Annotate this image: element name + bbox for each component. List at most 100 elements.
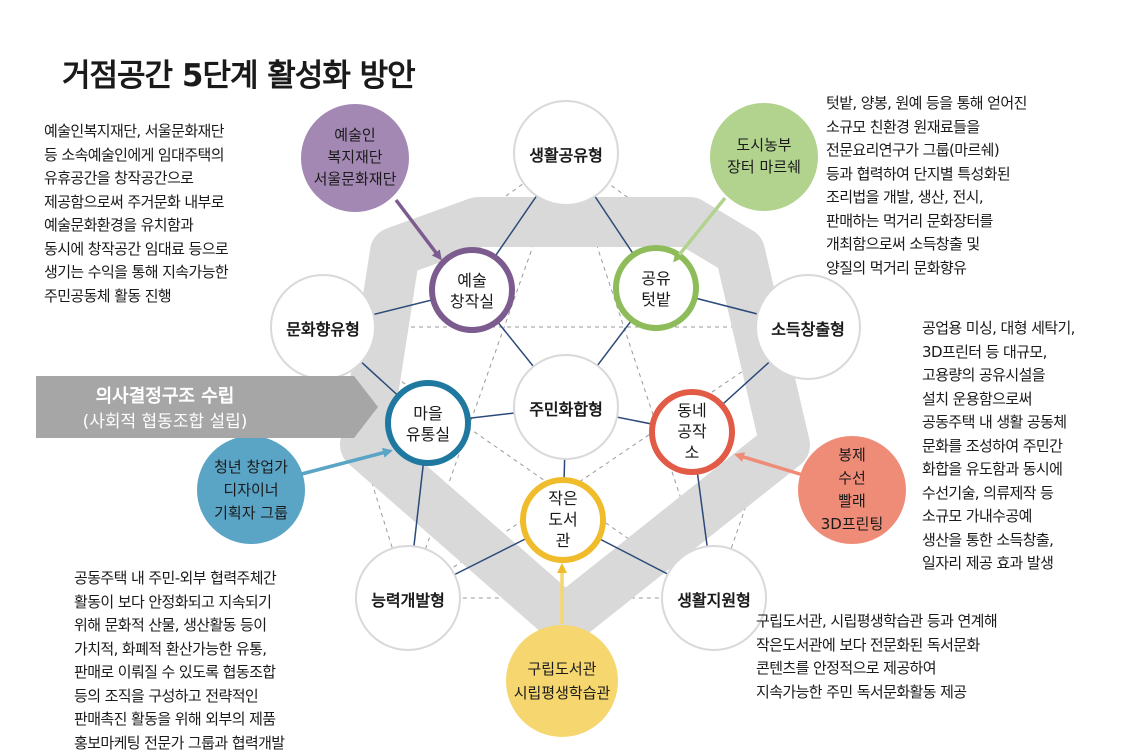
- node-circle-top: [513, 100, 619, 206]
- paragraph-line: 판매촉진 활동을 위해 외부의 제품: [74, 710, 276, 728]
- partner-circle-art: [301, 104, 409, 212]
- ring-label-line: 소: [684, 443, 700, 462]
- node-label-bottom-right: 생활지원형: [677, 591, 751, 610]
- ring-label-line: 공작: [677, 422, 707, 441]
- node-circle-bottom-right: [661, 545, 767, 651]
- paragraph-line: 생기는 수익을 통해 지속가능한: [44, 263, 229, 281]
- callout-line-2: (사회적 협동조합 설립): [82, 412, 248, 432]
- partner-circle-market: [710, 103, 818, 211]
- decision-callout: 의사결정구조 수립 (사회적 협동조합 설립): [36, 376, 354, 438]
- ring-label-art-studio: 예술 창작실: [422, 270, 522, 312]
- ring-library: [520, 477, 606, 563]
- node-label-center: 주민화합형: [529, 400, 603, 419]
- partner-circle-library: [506, 625, 618, 737]
- node-label-bottom-left: 능력개발형: [371, 591, 445, 610]
- ring-label-line: 관: [555, 531, 571, 550]
- callout-line-1: 의사결정구조 수립: [95, 386, 235, 407]
- arrow-sewing: [734, 452, 804, 477]
- ring-label-library: 작은 도서 관: [513, 488, 613, 551]
- partner-label-line: 기획자 그룹: [214, 504, 288, 522]
- partner-label-line: 청년 창업가: [214, 458, 288, 476]
- paragraph-line: 유휴공간을 창작공간으로: [44, 169, 194, 187]
- ring-label-shared-garden: 공유 텃밭: [606, 268, 706, 310]
- paragraph-right: 공업용 미싱, 대형 세탁기, 3D프린터 등 대규모, 고용량의 공유시설을 …: [922, 317, 1122, 576]
- node-label-top: 생활공유형: [529, 146, 603, 165]
- ring-label-line: 유통실: [405, 425, 451, 444]
- paragraph-line: 주민공동체 활동 진행: [44, 286, 172, 305]
- paragraph-line: 공동주택 내 주민-외부 협력주체간: [74, 569, 277, 587]
- paragraph-line: 전문요리연구가 그룹(마르쉐): [826, 141, 1000, 159]
- paragraph-bottom-right: 구립도서관, 시립평생학습관 등과 연계해 작은도서관에 보다 전문화된 독서문…: [756, 610, 1076, 704]
- partner-circle-sewing: [798, 436, 906, 544]
- paragraph-bottom-left: 공동주택 내 주민-외부 협력주체간 활동이 보다 안정화되고 지속되기 위해 …: [74, 567, 354, 755]
- partner-label-designer: 청년 창업가 디자이너 기획자 그룹: [196, 456, 306, 525]
- paragraph-line: 등 소속예술인에게 임대주택의: [44, 145, 225, 164]
- paragraph-line: 활동이 보다 안정화되고 지속되기: [74, 592, 272, 611]
- paragraph-line: 조리법을 개발, 생산, 전시,: [826, 188, 984, 206]
- paragraph-line: 동시에 창작공간 임대료 등으로: [44, 239, 229, 258]
- paragraph-line: 판매하는 먹거리 문화장터를: [826, 211, 993, 230]
- partner-label-line: 디자이너: [223, 481, 279, 499]
- paragraph-line: 작은도서관에 보다 전문화된 독서문화: [756, 635, 980, 654]
- ring-village-room: [385, 380, 471, 466]
- paragraph-line: 텃밭, 양봉, 원예 등을 통해 얻어진: [826, 94, 1027, 112]
- partner-label-line: 수선: [838, 469, 866, 487]
- partner-label-line: 3D프린팅: [820, 515, 884, 533]
- paragraph-line: 양질의 먹거리 문화향유: [826, 258, 967, 277]
- paragraph-line: 판매로 이뤄질 수 있도록 협동조합: [74, 663, 276, 681]
- paragraph-line: 가치적, 화폐적 환산가능한 유통,: [74, 639, 267, 658]
- node-circle-center: [513, 354, 619, 460]
- paragraph-line: 위해 문화적 산물, 생산활동 등이: [74, 616, 267, 634]
- partner-label-line: 예술인: [334, 126, 376, 144]
- arrow-art: [394, 198, 442, 261]
- paragraph-line: 공동주택 내 생활 공동체: [922, 413, 1067, 431]
- partner-label-market: 도시농부 장터 마르쉐: [709, 134, 819, 178]
- page-title: 거점공간 5단계 활성화 방안: [62, 58, 416, 94]
- paragraph-line: 3D프린터 등 대규모,: [922, 342, 1047, 361]
- ring-art-studio: [429, 247, 515, 333]
- paragraph-top-left: 예술인복지재단, 서울문화재단 등 소속예술인에게 임대주택의 유휴공간을 창작…: [44, 120, 284, 308]
- partner-label-sewing: 봉제 수선 빨래 3D프린팅: [797, 444, 907, 536]
- paragraph-line: 개최함으로써 소득창출 및: [826, 235, 980, 253]
- node-circle-right: [755, 274, 861, 380]
- paragraph-line: 일자리 제공 효과 발생: [922, 554, 1054, 572]
- paragraph-line: 공업용 미싱, 대형 세탁기,: [922, 319, 1075, 337]
- node-label-right: 소득창출형: [771, 320, 845, 339]
- ring-shared-garden: [613, 245, 699, 331]
- paragraph-line: 화합을 유도함과 동시에: [922, 460, 1063, 478]
- callout-pointer: [354, 376, 378, 438]
- paragraph-line: 문화를 조성하여 주민간: [922, 436, 1063, 455]
- partner-label-art: 예술인 복지재단 서울문화재단: [300, 124, 410, 190]
- ring-label-line: 예술: [457, 271, 487, 290]
- node-label-left: 문화향유형: [286, 320, 360, 339]
- partner-label-line: 도시농부: [736, 136, 792, 154]
- ring-label-line: 텃밭: [641, 290, 671, 309]
- paragraph-line: 홍보마케팅 전문가 그룹과 협력개발: [74, 733, 285, 752]
- paragraph-line: 수선기술, 의류제작 등: [922, 483, 1054, 502]
- ring-label-village-room: 마을 유통실: [378, 403, 478, 445]
- partner-label-line: 봉제: [838, 446, 866, 464]
- partner-label-line: 복지재단: [327, 148, 383, 166]
- paragraph-line: 구립도서관, 시립평생학습관 등과 연계해: [756, 612, 998, 630]
- gray-pentagon-band: [340, 197, 810, 645]
- arrow-market: [673, 196, 727, 263]
- ring-label-workshop: 동네 공작 소: [642, 400, 742, 463]
- ring-label-line: 도서: [548, 510, 578, 529]
- ring-label-line: 공유: [641, 269, 671, 288]
- paragraph-line: 콘텐츠를 안정적으로 제공하여: [756, 659, 937, 677]
- arrow-designer: [289, 447, 393, 479]
- partner-circle-designer: [197, 436, 305, 544]
- paragraph-top-right: 텃밭, 양봉, 원예 등을 통해 얻어진 소규모 친환경 원재료들을 전문요리연…: [826, 92, 1088, 280]
- ring-label-line: 동네: [677, 401, 707, 420]
- paragraph-line: 예술인복지재단, 서울문화재단: [44, 122, 225, 140]
- partner-label-line: 구립도서관: [527, 660, 597, 678]
- paragraph-line: 등과 협력하여 단지별 특성화된: [826, 164, 1011, 183]
- paragraph-line: 지속가능한 주민 독서문화활동 제공: [756, 682, 967, 701]
- partner-label-line: 서울문화재단: [313, 170, 397, 188]
- paragraph-line: 설치 운용함으로써: [922, 389, 1032, 408]
- ring-label-line: 창작실: [449, 292, 495, 311]
- paragraph-line: 고용량의 공유시설을: [922, 366, 1046, 384]
- paragraph-line: 소규모 친환경 원재료들을: [826, 117, 980, 136]
- node-circle-bottom-left: [355, 545, 461, 651]
